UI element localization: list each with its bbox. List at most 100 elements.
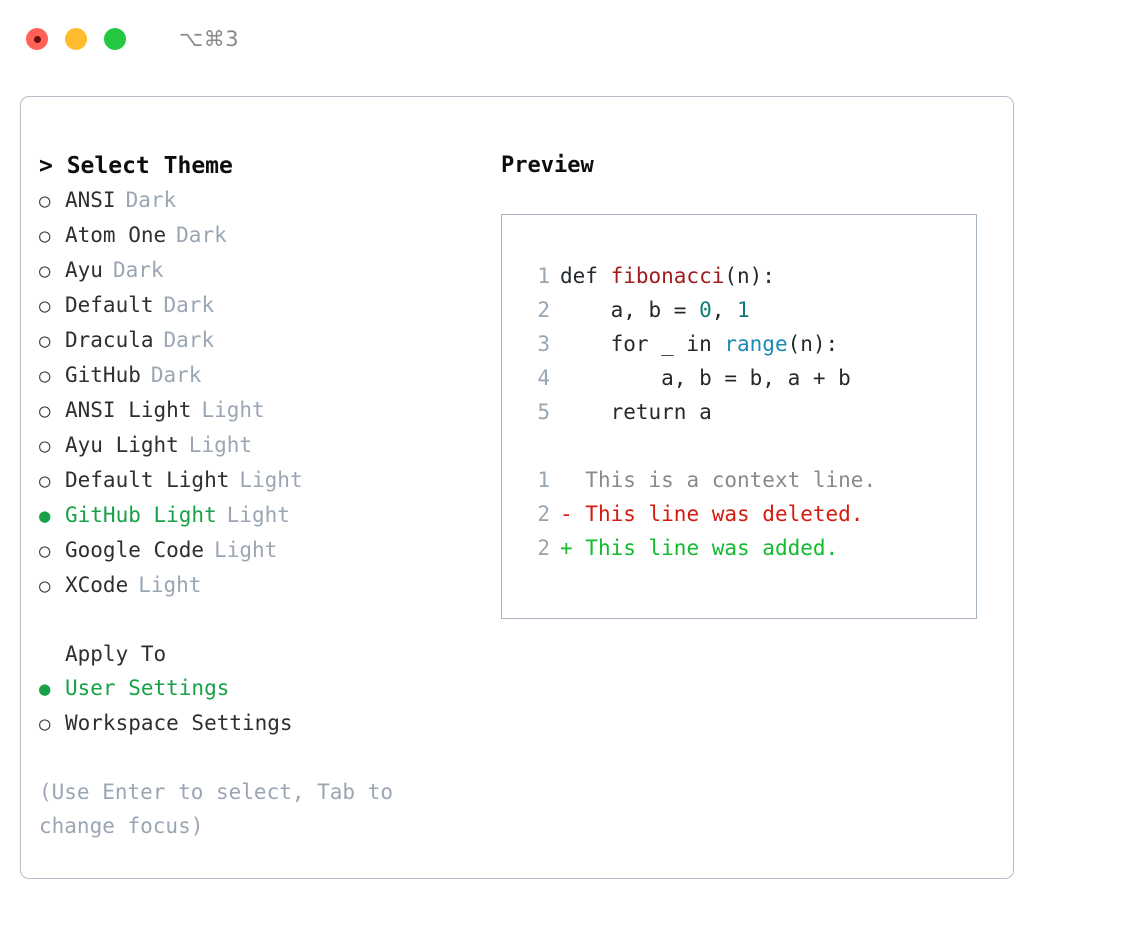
radio-unselected-icon: ○: [39, 295, 51, 317]
theme-option-label: Ayu: [65, 258, 103, 282]
theme-option-kind: Dark: [163, 293, 215, 317]
theme-option-label: Atom One: [65, 223, 167, 247]
code-line: 4 a, b = b, a + b: [522, 361, 976, 395]
line-number: 2: [537, 502, 550, 526]
line-number: 2: [537, 536, 550, 560]
radio-unselected-icon: ○: [39, 540, 51, 562]
radio-unselected-icon: ○: [39, 470, 51, 492]
theme-option-label: Default Light: [65, 468, 230, 492]
diff-sign: [560, 463, 573, 497]
apply-to-option-label: User Settings: [65, 676, 230, 700]
theme-option-dracula[interactable]: ○ Dracula Dark: [39, 323, 479, 358]
theme-option-kind: Dark: [125, 188, 177, 212]
theme-option-kind: Dark: [176, 223, 227, 247]
apply-to-label-text: Apply To: [65, 642, 167, 666]
radio-unselected-icon: ○: [39, 365, 51, 387]
radio-selected-icon: ●: [39, 505, 51, 527]
theme-option-kind: Light: [214, 538, 278, 562]
diff-line-ctx: 1 This is a context line.: [522, 463, 976, 497]
diff-sign: -: [560, 502, 573, 526]
theme-option-ayu-light[interactable]: ○ Ayu Light Light: [39, 428, 479, 463]
maximize-button[interactable]: [104, 28, 126, 50]
radio-unselected-icon: ○: [39, 575, 51, 597]
theme-option-label: ANSI: [65, 188, 116, 212]
theme-option-label: GitHub Light: [65, 503, 217, 527]
theme-option-label: GitHub: [65, 363, 141, 387]
code-line: 5 return a: [522, 395, 976, 429]
code-token: for _ in: [560, 332, 725, 356]
title-bar: ⌥⌘3: [0, 0, 1140, 78]
theme-option-kind: Dark: [163, 328, 215, 352]
diff-sample: 1 This is a context line.2- This line wa…: [522, 463, 976, 565]
theme-option-label: Dracula: [65, 328, 154, 352]
theme-option-default[interactable]: ○ Default Dark: [39, 288, 479, 323]
theme-option-label: ANSI Light: [65, 398, 192, 422]
radio-unselected-icon: ○: [39, 225, 51, 247]
code-token: 1: [737, 298, 750, 322]
theme-option-label: XCode: [65, 573, 129, 597]
theme-option-ayu[interactable]: ○ Ayu Dark: [39, 253, 479, 288]
line-number: 1: [537, 264, 550, 288]
code-token: return a: [560, 400, 712, 424]
line-number: 5: [537, 400, 550, 424]
apply-to-option-workspace-settings[interactable]: ○ Workspace Settings: [39, 706, 479, 741]
radio-unselected-icon: ○: [39, 435, 51, 457]
line-number: 3: [537, 332, 550, 356]
diff-sign: +: [560, 536, 573, 560]
line-number: 2: [537, 298, 550, 322]
theme-option-kind: Light: [138, 573, 202, 597]
apply-to-option-label: Workspace Settings: [65, 711, 293, 735]
apply-to-list: ● User Settings ○ Workspace Settings: [39, 671, 479, 741]
code-token: def: [560, 264, 611, 288]
code-token: fibonacci: [610, 264, 725, 288]
theme-option-atom-one[interactable]: ○ Atom One Dark: [39, 218, 479, 253]
keyboard-hint: (Use Enter to select, Tab to change focu…: [39, 780, 394, 838]
code-token: range: [724, 332, 788, 356]
line-number: 4: [537, 366, 550, 390]
radio-unselected-icon: ○: [39, 330, 51, 352]
theme-option-label: Ayu Light: [65, 433, 179, 457]
theme-option-label: Default: [65, 293, 154, 317]
theme-option-kind: Dark: [112, 258, 164, 282]
diff-text: This line was deleted.: [572, 502, 864, 526]
code-token: 0: [699, 298, 712, 322]
code-token: (n):: [724, 264, 775, 288]
apply-to-option-user-settings[interactable]: ● User Settings: [39, 671, 479, 706]
window-controls: [26, 28, 126, 50]
radio-unselected-icon: ○: [39, 190, 51, 212]
preview-heading: Preview: [501, 153, 594, 178]
apply-to-label: Apply To: [39, 637, 479, 671]
theme-option-kind: Dark: [150, 363, 202, 387]
code-line: 2 a, b = 0, 1: [522, 293, 976, 327]
theme-option-xcode[interactable]: ○ XCode Light: [39, 568, 479, 603]
theme-option-github[interactable]: ○ GitHub Dark: [39, 358, 479, 393]
preview-column: Preview 1 def fibonacci(n): 2 a, b = 0, 1 3…: [501, 149, 1001, 619]
minimize-button[interactable]: [65, 28, 87, 50]
line-number: 1: [537, 468, 550, 492]
diff-line-add: 2 + This line was added.: [522, 531, 976, 565]
radio-unselected-icon: ○: [39, 260, 51, 282]
select-theme-heading: > Select Theme: [39, 153, 233, 179]
theme-option-kind: Light: [201, 398, 265, 422]
radio-unselected-icon: ○: [39, 713, 51, 735]
radio-selected-icon: ●: [39, 678, 51, 700]
close-button[interactable]: [26, 28, 48, 50]
list-spacer: [39, 603, 479, 637]
diff-text: This is a context line.: [572, 468, 877, 492]
diff-line-del: 2- This line was deleted.: [522, 497, 976, 531]
preview-box: 1 def fibonacci(n): 2 a, b = 0, 1 3 for _ i…: [501, 214, 977, 619]
code-sample: 1 def fibonacci(n): 2 a, b = 0, 1 3 for _ i…: [522, 259, 976, 429]
code-token: a, b =: [560, 298, 700, 322]
keyboard-shortcut-label: ⌥⌘3: [179, 27, 240, 51]
theme-option-ansi[interactable]: ○ ANSI Dark: [39, 183, 479, 218]
theme-option-kind: Light: [188, 433, 253, 457]
diff-text: This line was added.: [572, 536, 839, 560]
